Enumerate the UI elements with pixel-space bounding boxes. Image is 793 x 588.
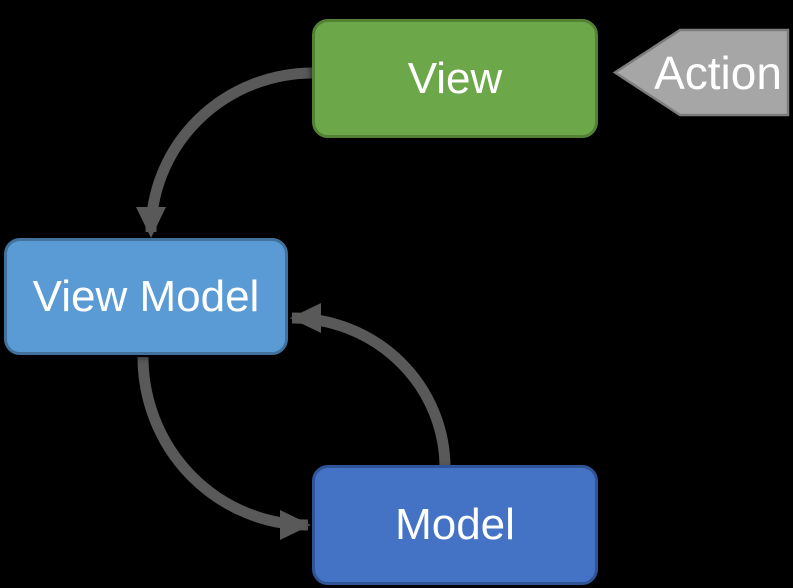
node-view: View (312, 19, 598, 138)
arrowhead-left-icon (290, 303, 321, 333)
action-arrow-shape (612, 28, 790, 117)
node-model: Model (312, 465, 598, 585)
arrowhead-down-icon (136, 207, 166, 238)
action-label-text: Action (654, 46, 782, 99)
node-view-model-label: View Model (32, 271, 260, 321)
arrow-viewmodel-to-model (137, 356, 309, 531)
node-view-model: View Model (4, 238, 288, 355)
node-model-label: Model (395, 500, 515, 549)
arrowhead-right-icon (280, 510, 311, 540)
action-arrow-label: Action (648, 30, 788, 115)
arrow-model-to-viewmodel (291, 312, 451, 469)
node-view-label: View (407, 53, 503, 103)
arrow-view-to-viewmodel (145, 67, 314, 233)
